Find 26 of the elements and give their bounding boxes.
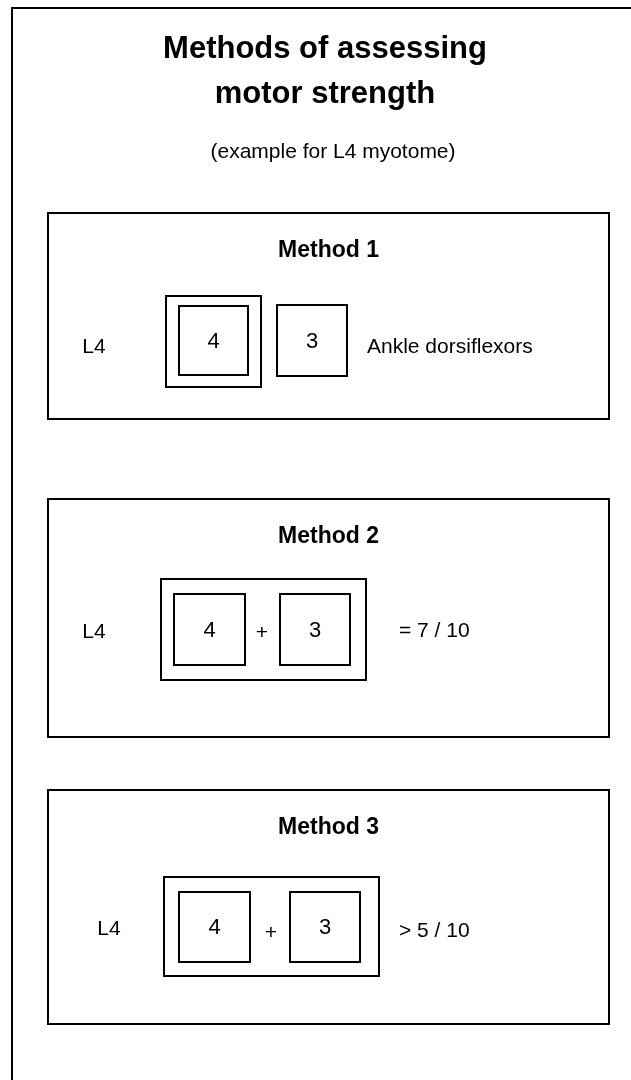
grouping-box (165, 295, 262, 388)
result-text: Ankle dorsiflexors (367, 333, 534, 359)
score-box: 4 (178, 305, 249, 376)
grouping-box (160, 578, 367, 681)
outer-frame (11, 7, 631, 1080)
segment-label: L4 (81, 333, 107, 359)
result-text: > 5 / 10 (399, 917, 471, 943)
score-box: 3 (289, 891, 361, 963)
score-box: 4 (173, 593, 246, 666)
grouping-box (163, 876, 380, 977)
score-box: 3 (279, 593, 351, 666)
plus-sign: + (263, 919, 279, 945)
diagram-title: Methods of assessing motor strength (162, 29, 488, 112)
subtitle: (example for L4 myotome) (209, 138, 457, 164)
method-heading: Method 3 (277, 813, 380, 841)
method-panel (47, 498, 610, 738)
segment-label: L4 (81, 618, 107, 644)
method-panel (47, 789, 610, 1025)
score-box: 4 (178, 891, 251, 963)
method-panel (47, 212, 610, 420)
plus-sign: + (254, 619, 270, 645)
method-heading: Method 1 (277, 236, 380, 264)
result-text: = 7 / 10 (399, 617, 471, 643)
score-box: 3 (276, 304, 348, 377)
segment-label: L4 (96, 915, 122, 941)
method-heading: Method 2 (277, 522, 380, 550)
